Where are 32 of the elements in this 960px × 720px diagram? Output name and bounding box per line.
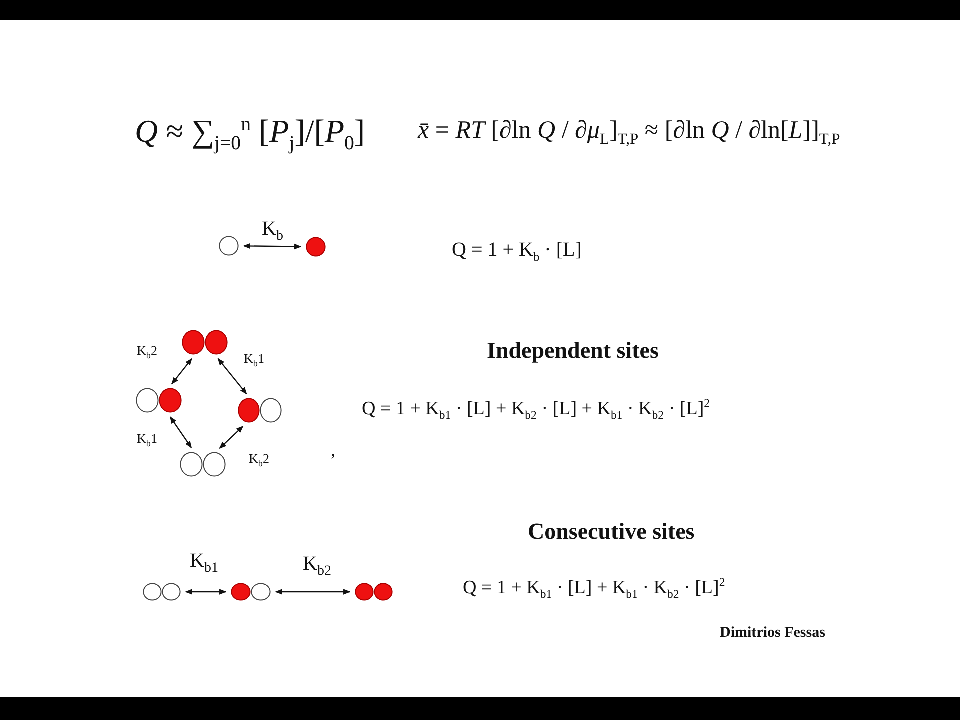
derivative-formula: x̄ = RT [∂ln Q / ∂μ$_{L}$]$_{T,P}$ ≈ [∂ln Q / ∂ln[L]]$_{T,P}$ bbox=[418, 116, 840, 150]
double-arrow bbox=[275, 589, 351, 595]
double-arrow bbox=[218, 358, 248, 395]
edge-label: K$_{b}$ bbox=[262, 218, 284, 244]
author-name: Dimitrios Fessas bbox=[720, 624, 826, 642]
edge-label: K$_{b}$1 bbox=[137, 432, 158, 449]
equation: Q = 1 + K$_{b}$ · [L] bbox=[452, 238, 582, 265]
equation: Q = 1 + K$_{b1}$ · [L] + K$_{b2}$ · [L] + K$_{b1}$ · K$_{b2}$ · [L]$^{2}$ bbox=[362, 397, 710, 424]
double-arrow bbox=[219, 426, 244, 450]
section-heading: Consecutive sites bbox=[528, 518, 695, 546]
edge-label: K$_{b2}$ bbox=[303, 553, 332, 580]
circle-pair-drawing bbox=[238, 398, 282, 423]
section-heading: Independent sites bbox=[487, 337, 659, 365]
circle-pair-drawing bbox=[231, 583, 271, 601]
circle-pair-drawing bbox=[136, 388, 182, 413]
edge-label: K$_{b1}$ bbox=[190, 550, 218, 576]
filled-circle bbox=[306, 237, 326, 257]
double-arrow bbox=[170, 416, 192, 448]
circle-pair-drawing bbox=[143, 583, 181, 601]
empty-circle bbox=[219, 236, 239, 256]
circle-pair-drawing bbox=[355, 583, 393, 601]
sum-formula: Q ≈ ∑$_{j=0}$$^{n}$ [P$_{j}$]/[P$_{0}$] bbox=[135, 112, 366, 156]
edge-label: K$_{b}$2 bbox=[137, 344, 158, 361]
circle-pair-drawing bbox=[182, 330, 228, 355]
equation: Q = 1 + K$_{b1}$ · [L] + K$_{b1}$ · K$_{b2}$ · [L]$^{2}$ bbox=[463, 576, 726, 602]
double-arrow bbox=[243, 243, 302, 250]
edge-label: K$_{b}$2 bbox=[249, 452, 270, 469]
double-arrow bbox=[172, 358, 192, 385]
comma: , bbox=[331, 440, 336, 462]
double-arrow bbox=[185, 589, 227, 595]
circle-pair-drawing bbox=[180, 452, 226, 477]
edge-label: K$_{b}$1 bbox=[244, 352, 264, 369]
